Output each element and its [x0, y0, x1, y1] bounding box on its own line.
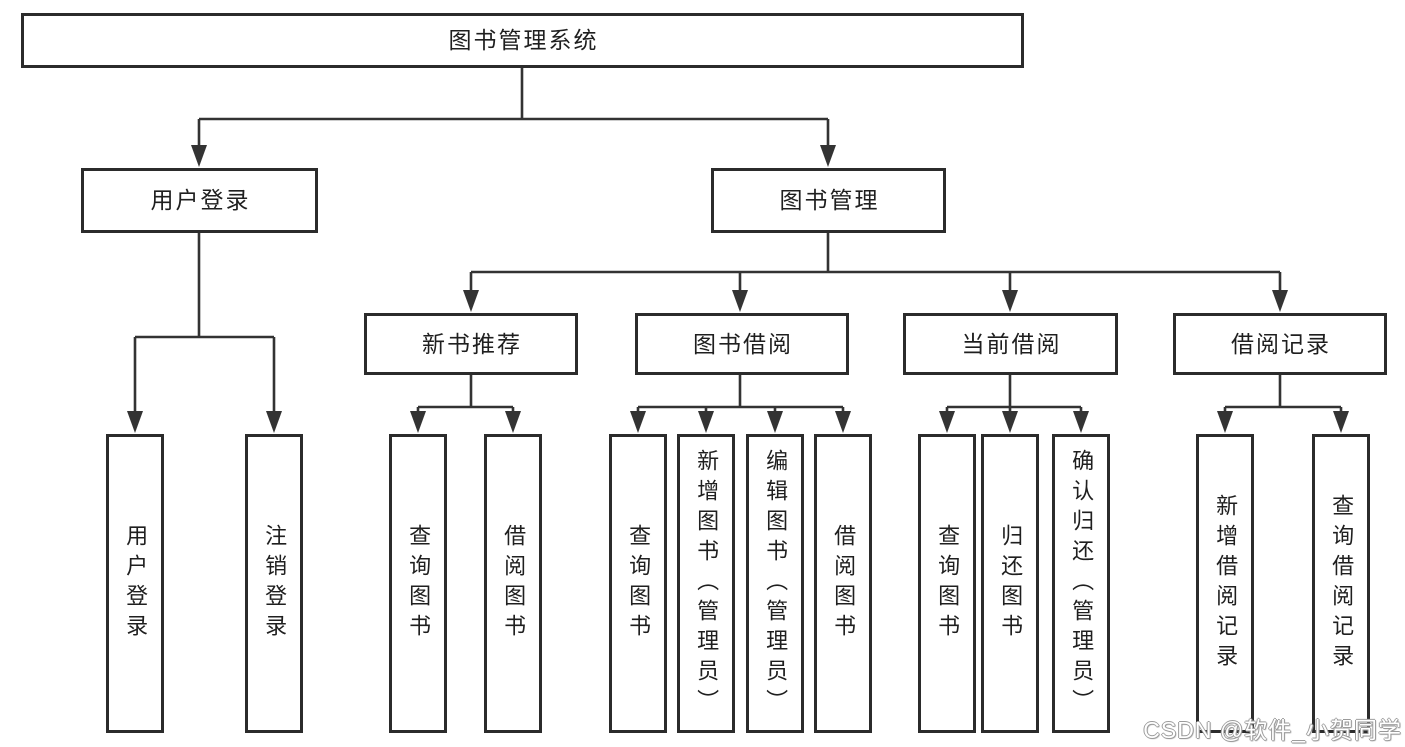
leaf-add-book-admin: 新增图书（管理员）	[677, 434, 735, 733]
leaf-add-book-admin-label: 新增图书（管理员）	[694, 448, 720, 719]
node-book-management: 图书管理	[711, 168, 946, 233]
watermark: CSDN @软件_小贺同学	[1143, 717, 1402, 743]
node-user-login-label: 用户登录	[150, 187, 251, 213]
leaf-borrow-books-recommend-label: 借阅图书	[501, 523, 527, 644]
node-book-borrowing: 图书借阅	[635, 313, 849, 375]
leaf-edit-book-admin-label: 编辑图书（管理员）	[763, 448, 789, 719]
leaf-query-books-borrowing-label: 查询图书	[626, 523, 652, 644]
node-new-book-recommendation-label: 新书推荐	[422, 330, 522, 357]
leaf-return-books-label: 归还图书	[998, 523, 1024, 644]
node-root: 图书管理系统	[21, 13, 1024, 68]
node-borrowing-records: 借阅记录	[1173, 313, 1387, 375]
node-root-label: 图书管理系统	[448, 27, 599, 53]
node-borrowing-records-label: 借阅记录	[1231, 330, 1331, 357]
node-current-borrowing-label: 当前借阅	[961, 330, 1062, 357]
leaf-logout: 注销登录	[245, 434, 303, 733]
node-new-book-recommendation: 新书推荐	[364, 313, 578, 375]
leaf-edit-book-admin: 编辑图书（管理员）	[746, 434, 804, 733]
leaf-user-login: 用户登录	[106, 434, 164, 733]
leaf-query-books-recommend-label: 查询图书	[406, 523, 432, 644]
leaf-query-books-current: 查询图书	[918, 434, 976, 733]
node-current-borrowing: 当前借阅	[903, 313, 1118, 375]
node-user-login: 用户登录	[81, 168, 318, 233]
leaf-query-books-recommend: 查询图书	[389, 434, 447, 733]
leaf-add-borrow-record: 新增借阅记录	[1196, 434, 1254, 733]
leaf-add-borrow-record-label: 新增借阅记录	[1213, 493, 1239, 674]
leaf-borrow-books-recommend: 借阅图书	[484, 434, 542, 733]
leaf-borrow-books: 借阅图书	[814, 434, 872, 733]
node-book-borrowing-label: 图书借阅	[693, 330, 793, 357]
leaf-query-books-borrowing: 查询图书	[609, 434, 667, 733]
node-book-management-label: 图书管理	[779, 187, 880, 213]
leaf-user-login-label: 用户登录	[123, 523, 149, 644]
leaf-return-books: 归还图书	[981, 434, 1039, 733]
leaf-confirm-return-admin: 确认归还（管理员）	[1052, 434, 1110, 733]
leaf-logout-label: 注销登录	[262, 523, 288, 644]
leaf-query-borrow-record-label: 查询借阅记录	[1329, 493, 1355, 674]
leaf-query-borrow-record: 查询借阅记录	[1312, 434, 1370, 733]
leaf-confirm-return-admin-label: 确认归还（管理员）	[1069, 448, 1095, 719]
leaf-borrow-books-label: 借阅图书	[831, 523, 857, 644]
leaf-query-books-current-label: 查询图书	[935, 523, 961, 644]
